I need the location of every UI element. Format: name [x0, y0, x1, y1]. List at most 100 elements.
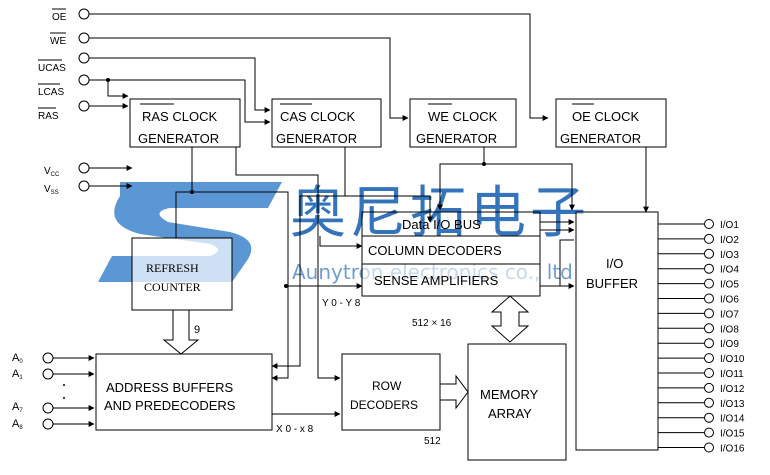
io-pin-terminal	[704, 338, 714, 349]
sense-amplifiers: SENSE AMPLIFIERS	[361, 263, 541, 297]
pin-lcas: LCAS	[38, 74, 90, 98]
io-pin: I/O14	[658, 412, 745, 425]
svg-text:DECODERS: DECODERS	[350, 398, 418, 412]
watermark-cn: 奥尼拓电子	[290, 181, 590, 246]
io-pin-terminal	[704, 353, 714, 364]
cas-clock-generator: CAS CLOCK GENERATOR	[271, 98, 382, 148]
svg-text:GENERATOR: GENERATOR	[416, 131, 497, 146]
svg-text:VSS: VSS	[44, 184, 59, 196]
svg-text:ADDRESS BUFFERS: ADDRESS BUFFERS	[106, 380, 233, 395]
control-pins: OE WE UCAS LCAS RAS	[38, 8, 90, 122]
svg-text:VCC: VCC	[44, 166, 60, 178]
control-wires	[89, 13, 549, 125]
io-buffer: I/O BUFFER	[575, 211, 659, 451]
svg-text:MEMORY: MEMORY	[480, 387, 539, 402]
io-pin: I/O6	[658, 293, 739, 306]
refresh-bits-label: 9	[194, 324, 200, 336]
svg-text:A0: A0	[12, 352, 23, 365]
io-pin: I/O10	[658, 353, 745, 365]
io-pin-terminal	[704, 323, 714, 334]
address-buffers: ADDRESS BUFFERS AND PREDECODERS	[95, 353, 273, 431]
io-pin-terminal	[704, 412, 714, 423]
io-pin-terminal	[704, 427, 714, 438]
io-pin: I/O16	[658, 442, 745, 455]
io-pin-terminal	[704, 368, 714, 378]
io-pin: I/O8	[658, 323, 739, 335]
svg-text:OE CLOCK: OE CLOCK	[572, 109, 640, 124]
x-bus-label: X 0 - x 8	[276, 424, 314, 435]
io-pin-label: I/O12	[720, 384, 745, 395]
io-pin-label: I/O4	[720, 265, 739, 276]
svg-text:COLUMN DECODERS: COLUMN DECODERS	[368, 243, 502, 258]
svg-text:AND PREDECODERS: AND PREDECODERS	[104, 398, 236, 413]
io-pin: I/O12	[658, 382, 745, 395]
io-pin-label: I/O13	[720, 399, 745, 410]
svg-text:RAS CLOCK: RAS CLOCK	[142, 109, 217, 124]
io-pin-terminal	[704, 293, 714, 304]
svg-text:RAS: RAS	[38, 111, 59, 122]
io-pin-terminal	[704, 308, 714, 319]
io-pin: I/O1	[658, 219, 739, 231]
io-pins: I/O1I/O2I/O3I/O4I/O5I/O6I/O7I/O8I/O9I/O1…	[658, 219, 745, 455]
pin-a8: A8	[12, 418, 95, 431]
svg-text:LCAS: LCAS	[38, 87, 64, 98]
io-pin-terminal	[704, 219, 714, 229]
svg-text:ARRAY: ARRAY	[488, 406, 532, 421]
io-pin: I/O13	[658, 397, 745, 410]
io-pin-label: I/O16	[720, 444, 745, 455]
svg-text:GENERATOR: GENERATOR	[276, 131, 357, 146]
pin-vss: VSS	[44, 180, 133, 196]
svg-text:Data I/O BUS: Data I/O BUS	[402, 217, 481, 232]
we-clock-generator: WE CLOCK GENERATOR	[409, 98, 517, 148]
io-pin: I/O4	[658, 263, 739, 276]
io-pin-label: I/O6	[720, 295, 739, 306]
io-pin-label: I/O10	[720, 354, 745, 365]
y-bus-label: Y 0 - Y 8	[322, 298, 361, 309]
row-count-label: 512	[424, 436, 441, 447]
io-pin-label: I/O7	[720, 309, 739, 320]
svg-text:REFRESH: REFRESH	[146, 261, 199, 275]
internal-wires	[175, 147, 649, 417]
svg-text:OE: OE	[52, 12, 67, 23]
io-pin-label: I/O15	[720, 429, 745, 440]
ras-clock-generator: RAS CLOCK GENERATOR	[129, 98, 241, 148]
power-pins: VCC VSS	[44, 162, 133, 196]
io-pin: I/O15	[658, 427, 745, 440]
pin-a7: A7	[12, 401, 95, 414]
pin-oe: OE	[52, 8, 90, 23]
memory-array: MEMORY ARRAY	[467, 343, 567, 461]
svg-text:WE CLOCK: WE CLOCK	[428, 109, 498, 124]
io-pin: I/O3	[658, 248, 739, 261]
svg-text:A1: A1	[12, 368, 23, 381]
row-to-array-arrow	[439, 374, 469, 410]
io-pin-label: I/O9	[720, 339, 739, 350]
refresh-to-address-arrow	[162, 309, 200, 355]
io-pin-terminal	[704, 233, 714, 244]
io-pin: I/O2	[658, 233, 739, 246]
svg-text:SENSE AMPLIFIERS: SENSE AMPLIFIERS	[374, 273, 499, 288]
svg-text:GENERATOR: GENERATOR	[138, 131, 219, 146]
ellipsis-dot	[63, 397, 65, 399]
io-pin-label: I/O1	[720, 220, 739, 231]
svg-text:I/O: I/O	[606, 256, 623, 271]
io-pin: I/O7	[658, 308, 739, 320]
pin-we: WE	[50, 32, 90, 47]
io-pin-terminal	[704, 248, 714, 259]
svg-text:ROW: ROW	[372, 379, 402, 393]
svg-text:UCAS: UCAS	[38, 63, 66, 74]
pin-a1: A1	[12, 368, 95, 381]
column-decoders: COLUMN DECODERS	[361, 235, 541, 265]
io-pin-label: I/O5	[720, 280, 739, 291]
io-pin-label: I/O11	[720, 369, 744, 380]
oe-clock-generator: OE CLOCK GENERATOR	[555, 98, 667, 148]
address-pins: A0 A1 A7 A8	[12, 352, 95, 431]
data-io-bus: Data I/O BUS	[361, 211, 541, 237]
io-pin: I/O9	[658, 338, 739, 350]
ellipsis-dot	[63, 384, 65, 386]
pin-ucas: UCAS	[38, 52, 90, 74]
svg-text:WE: WE	[50, 36, 66, 47]
io-pin-label: I/O2	[720, 235, 739, 246]
svg-text:COUNTER: COUNTER	[144, 280, 201, 294]
refresh-counter: REFRESH COUNTER	[131, 237, 233, 311]
